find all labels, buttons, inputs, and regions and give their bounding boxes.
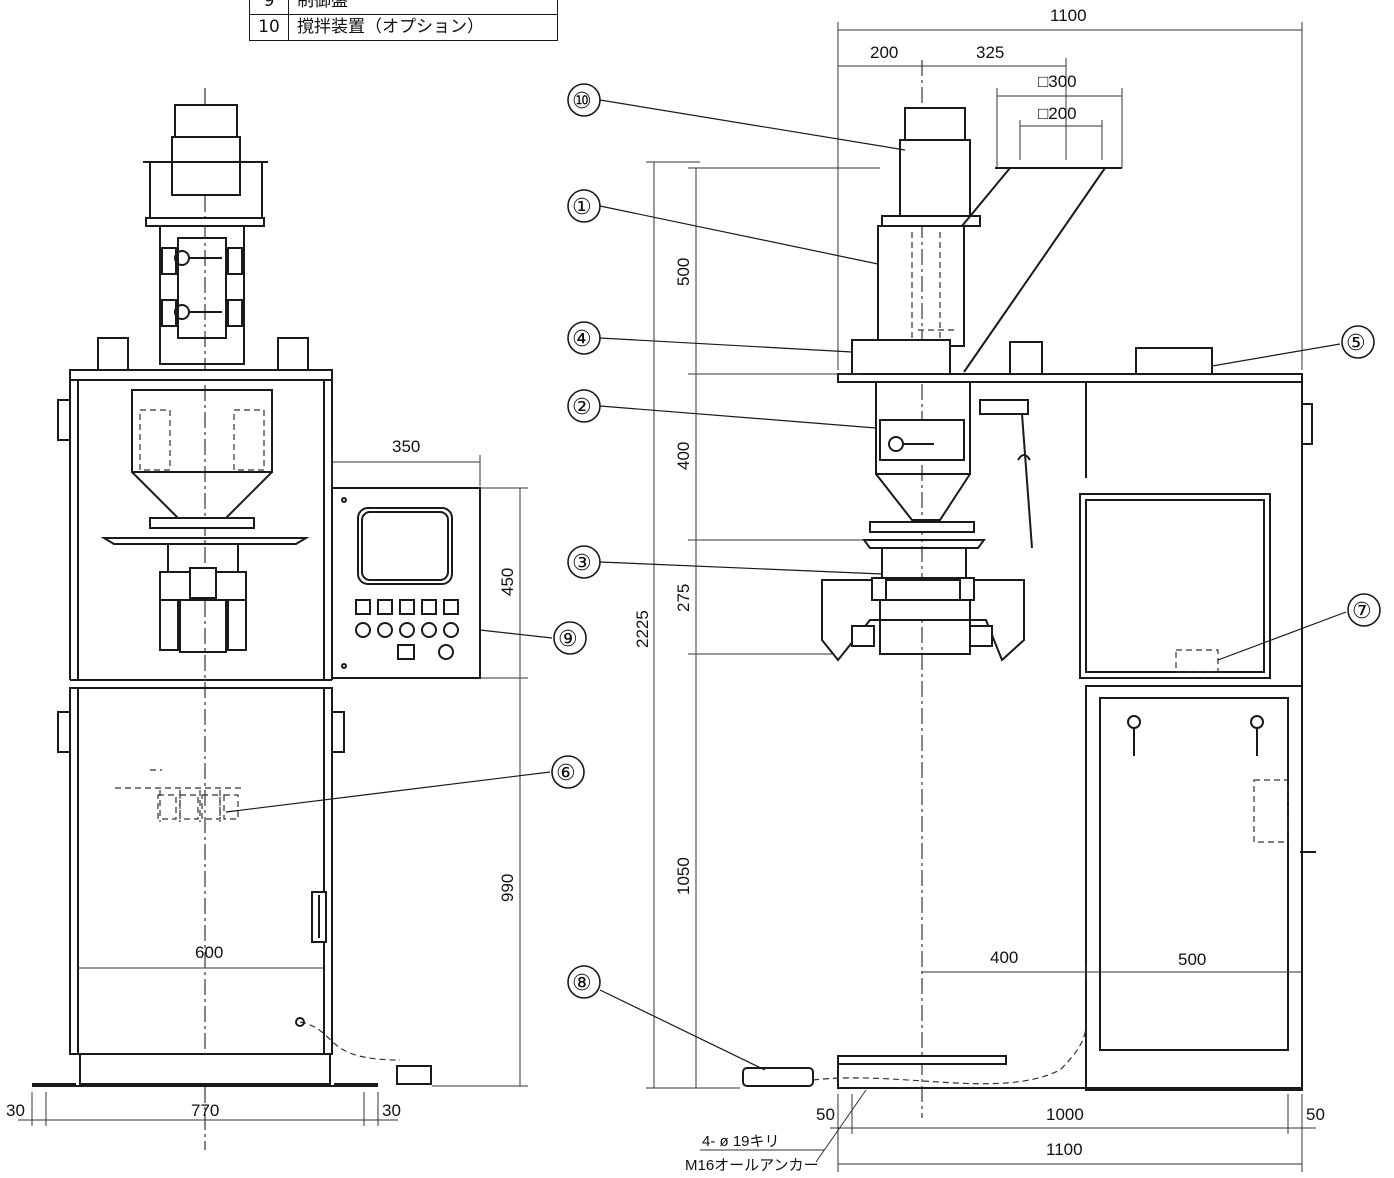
side-view bbox=[742, 60, 1316, 1118]
callout-2: ② bbox=[572, 395, 592, 420]
dim-990: 990 bbox=[498, 874, 517, 902]
callout-7: ⑦ bbox=[1352, 599, 1372, 624]
dim-600: 600 bbox=[195, 943, 223, 962]
callout-leaders bbox=[225, 99, 1347, 1071]
dim-200-top: 200 bbox=[870, 43, 898, 62]
dim-2225: 2225 bbox=[633, 610, 652, 648]
dim-sq200: □200 bbox=[1038, 104, 1077, 123]
dim-500-h: 500 bbox=[1178, 950, 1206, 969]
dim-30-right: 30 bbox=[382, 1101, 401, 1120]
dim-400-h: 400 bbox=[990, 948, 1018, 967]
callout-8: ⑧ bbox=[572, 971, 592, 996]
side-dimensions: 1100 200 325 □300 □200 500 400 275 1050 … bbox=[633, 6, 1325, 1174]
dim-1100-top: 1100 bbox=[1050, 6, 1087, 25]
dim-500: 500 bbox=[674, 258, 693, 286]
dim-30-left: 30 bbox=[6, 1101, 25, 1120]
callout-5: ⑤ bbox=[1346, 331, 1366, 356]
callout-3: ③ bbox=[572, 551, 592, 576]
anchor-bolt-note: M16オールアンカー bbox=[685, 1157, 819, 1174]
callout-9: ⑨ bbox=[558, 627, 578, 652]
dim-350: 350 bbox=[392, 437, 420, 456]
dim-1000: 1000 bbox=[1046, 1105, 1084, 1124]
callout-6: ⑥ bbox=[556, 761, 576, 786]
dim-325: 325 bbox=[976, 43, 1004, 62]
dim-1050: 1050 bbox=[674, 857, 693, 895]
dim-770: 770 bbox=[191, 1101, 219, 1120]
dim-50-left: 50 bbox=[816, 1105, 835, 1124]
part-number: 10 bbox=[249, 14, 289, 41]
part-name: 撹拌装置（オプション） bbox=[288, 14, 558, 41]
dim-50-right: 50 bbox=[1306, 1105, 1325, 1124]
dim-1100-bottom: 1100 bbox=[1046, 1140, 1083, 1159]
callout-4: ④ bbox=[572, 327, 592, 352]
control-panel bbox=[331, 487, 481, 679]
dim-450: 450 bbox=[498, 568, 517, 596]
front-dimensions: 350 450 990 600 30 770 30 bbox=[6, 437, 528, 1126]
dim-275: 275 bbox=[674, 584, 693, 612]
dim-sq300: □300 bbox=[1038, 72, 1077, 91]
callout-10: ⑩ bbox=[572, 89, 592, 114]
parts-table-row: 9 制御盤 bbox=[249, 0, 558, 15]
front-view bbox=[32, 88, 432, 1150]
dim-400-v: 400 bbox=[674, 442, 693, 470]
parts-table: 9 制御盤 10 撹拌装置（オプション） bbox=[249, 0, 558, 41]
callouts: ⑩ ① ④ ② ③ ⑤ ⑦ ⑥ ⑨ ⑧ bbox=[551, 83, 1381, 999]
callout-1: ① bbox=[572, 195, 592, 220]
parts-table-row: 10 撹拌装置（オプション） bbox=[249, 14, 558, 41]
anchor-hole-note: 4- ø 19キリ bbox=[702, 1133, 780, 1150]
